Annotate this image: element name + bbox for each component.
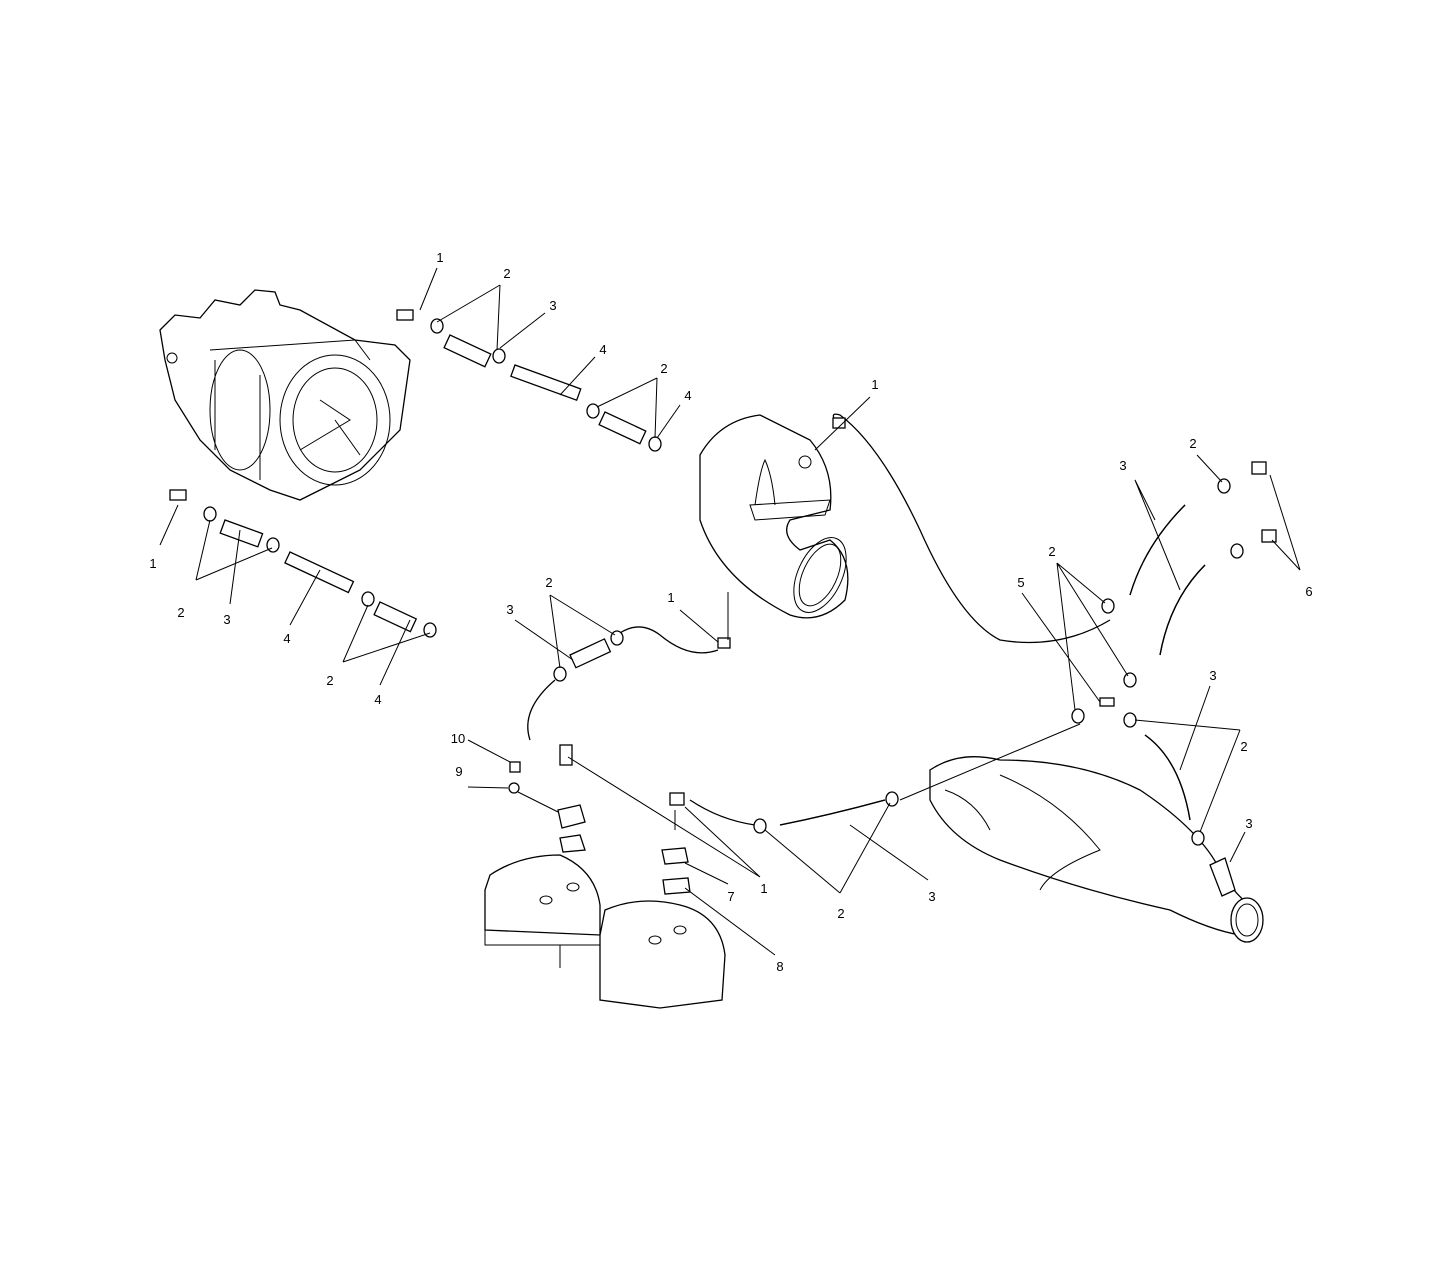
callout: 9 <box>455 764 462 779</box>
callout: 8 <box>776 959 783 974</box>
callout: 3 <box>1245 816 1252 831</box>
callout: 4 <box>684 388 691 403</box>
callout: 4 <box>599 342 606 357</box>
o-rings <box>203 318 1244 846</box>
callout: 2 <box>326 673 333 688</box>
callout: 5 <box>1017 575 1024 590</box>
callout: 3 <box>223 612 230 627</box>
callout: 2 <box>1240 739 1247 754</box>
callout: 2 <box>1048 544 1055 559</box>
callout: 1 <box>871 377 878 392</box>
callout: 2 <box>1189 436 1196 451</box>
callout: 1 <box>760 881 767 896</box>
callout: 3 <box>549 298 556 313</box>
fittings <box>169 309 1277 895</box>
callout: 2 <box>503 266 510 281</box>
callout: 2 <box>837 906 844 921</box>
callout: 2 <box>545 575 552 590</box>
callout: 10 <box>451 731 465 746</box>
callouts: 1 2 3 4 2 4 1 2 3 4 2 4 1 3 2 6 2 5 3 2 … <box>149 250 1312 974</box>
callout: 7 <box>727 889 734 904</box>
jet-pump-housing <box>159 289 411 501</box>
callout: 4 <box>283 631 290 646</box>
callout: 3 <box>1209 668 1216 683</box>
callout: 3 <box>1119 458 1126 473</box>
leader-lines <box>159 267 1301 956</box>
callout: 3 <box>506 602 513 617</box>
callout: 1 <box>436 250 443 265</box>
exhaust-elbow <box>699 414 849 619</box>
callout: 2 <box>660 361 667 376</box>
callout: 4 <box>374 692 381 707</box>
callout: 6 <box>1305 584 1312 599</box>
callout: 2 <box>177 605 184 620</box>
callout: 3 <box>928 889 935 904</box>
callout: 1 <box>667 590 674 605</box>
engine-block <box>484 854 726 1009</box>
callout: 1 <box>149 556 156 571</box>
muffler <box>929 756 1264 943</box>
hoses <box>527 413 1206 826</box>
